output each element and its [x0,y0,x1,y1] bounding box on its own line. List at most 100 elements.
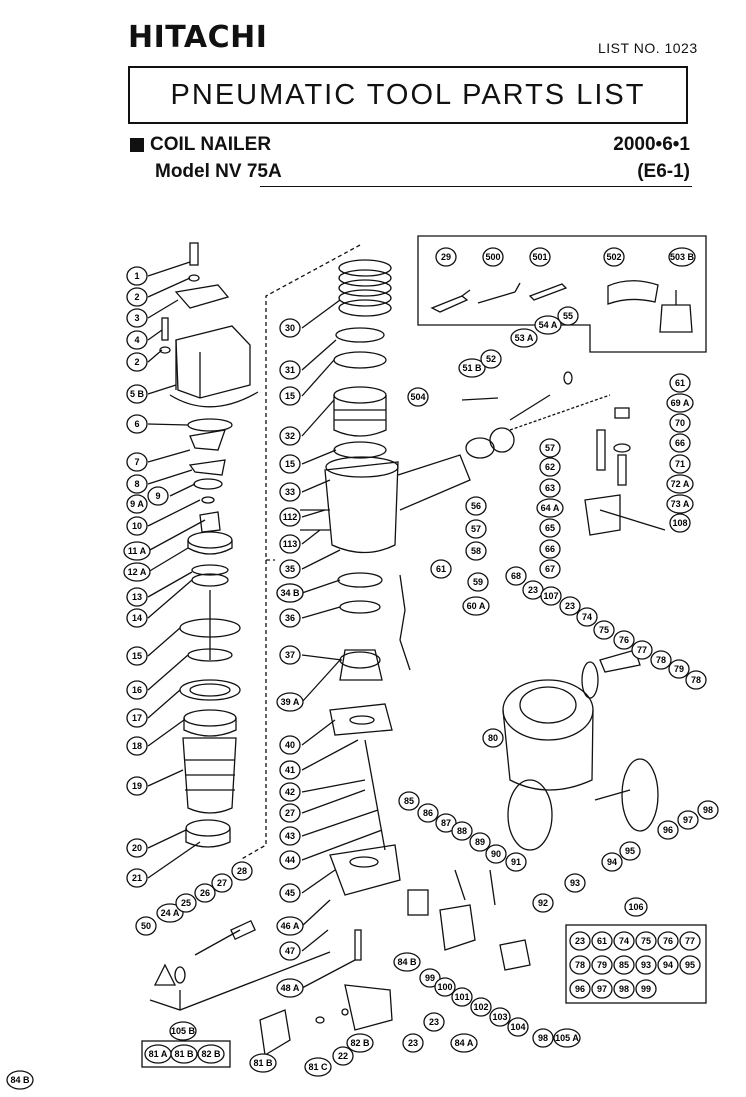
callout-circle [539,478,561,498]
callout-number: 503 B [670,252,695,262]
kit-callout-circle [624,897,648,917]
part-callout: 70 [669,413,691,433]
callout-number: 41 [285,765,295,775]
callout-circle [126,287,148,307]
kit-item-circle [635,979,657,999]
kit-callout: 106 [624,897,648,917]
part-callout: 87 [435,813,457,833]
part-callout: 74 [576,607,598,627]
part-callout: 501 [529,247,551,267]
kit-item: 23 [569,931,591,951]
callout-number: 81 C [308,1062,328,1072]
part-callout: 34 B [276,583,304,603]
part-callout: 41 [279,760,301,780]
callout-circle [279,850,301,870]
callout-circle [601,852,623,872]
part-callout: 23 [559,596,581,616]
part-callout: 31 [279,360,301,380]
callout-number: 31 [285,365,295,375]
callout-circle [407,387,429,407]
callout-number: 65 [545,523,555,533]
callout-number: 104 [510,1022,525,1032]
callout-circle [135,916,157,936]
part-callout: 2 [126,287,148,307]
callout-circle [669,433,691,453]
square-bullet-icon [130,138,144,152]
callout-number: 62 [545,462,555,472]
kit-item: 77 [679,931,701,951]
callout-circle [126,308,148,328]
part-callout: 89 [469,832,491,852]
callout-number: 64 A [541,503,560,513]
callout-number: 99 [425,973,435,983]
kit-item: 97 [591,979,613,999]
part-callout: 82 B [346,1033,374,1053]
callout-circle [332,1046,354,1066]
callout-circle [169,1021,197,1041]
revision-code: (E6-1) [637,161,690,182]
callout-circle [482,247,504,267]
part-callout: 71 [669,454,691,474]
part-callout: 3 [126,308,148,328]
kit-item-circle [613,955,635,975]
callout-circle [279,883,301,903]
part-callout: 28 [231,861,253,881]
part-callout: 113 [279,534,301,554]
callout-number: 76 [619,635,629,645]
kit-item-number: 76 [663,936,673,946]
callout-number: 69 A [671,398,690,408]
part-callout: 96 [657,820,679,840]
part-callout: 10 [126,516,148,536]
callout-circle [279,803,301,823]
kit-item: 78 [569,955,591,975]
callout-number: 27 [217,878,227,888]
callout-circle [465,519,487,539]
part-callout: 42 [279,782,301,802]
part-callout: 63 [539,478,561,498]
part-callout: 66 [539,539,561,559]
callout-number: 35 [285,564,295,574]
part-callout: 12 A [123,562,151,582]
callout-number: 51 B [462,363,482,373]
callout-number: 71 [675,459,685,469]
part-callout: 24 A [156,903,184,923]
part-callout: 81 C [304,1057,332,1077]
part-callout: 23 [402,1033,424,1053]
callout-circle [539,539,561,559]
callout-circle [540,586,562,606]
callout-circle [126,330,148,350]
callout-number: 55 [563,311,573,321]
callout-number: 27 [285,808,295,818]
callout-circle [435,813,457,833]
callout-number: 82 B [201,1049,221,1059]
callout-number: 100 [437,982,452,992]
part-callout: 50 [135,916,157,936]
callout-number: 88 [457,826,467,836]
callout-circle [170,1044,198,1064]
callout-number: 78 [656,655,666,665]
kit-item: 76 [657,931,679,951]
callout-circle [510,328,538,348]
part-callout: 82 B [197,1044,225,1064]
callout-number: 61 [436,564,446,574]
callout-number: 30 [285,323,295,333]
part-callout: 19 [126,776,148,796]
part-callout: 17 [126,708,148,728]
callout-circle [279,507,301,527]
callout-number: 24 A [161,908,180,918]
kit-item-number: 99 [641,984,651,994]
part-callout: 99 [419,968,441,988]
callout-circle [279,426,301,446]
callout-number: 54 A [539,320,558,330]
callout-circle [279,482,301,502]
part-callout: 37 [279,645,301,665]
callout-number: 21 [132,873,142,883]
callout-circle [279,735,301,755]
callout-number: 44 [285,855,295,865]
part-callout: 100 [434,977,456,997]
part-callout: 90 [485,844,507,864]
callout-number: 17 [132,713,142,723]
callout-circle [126,516,148,536]
part-callout: 93 [564,873,586,893]
